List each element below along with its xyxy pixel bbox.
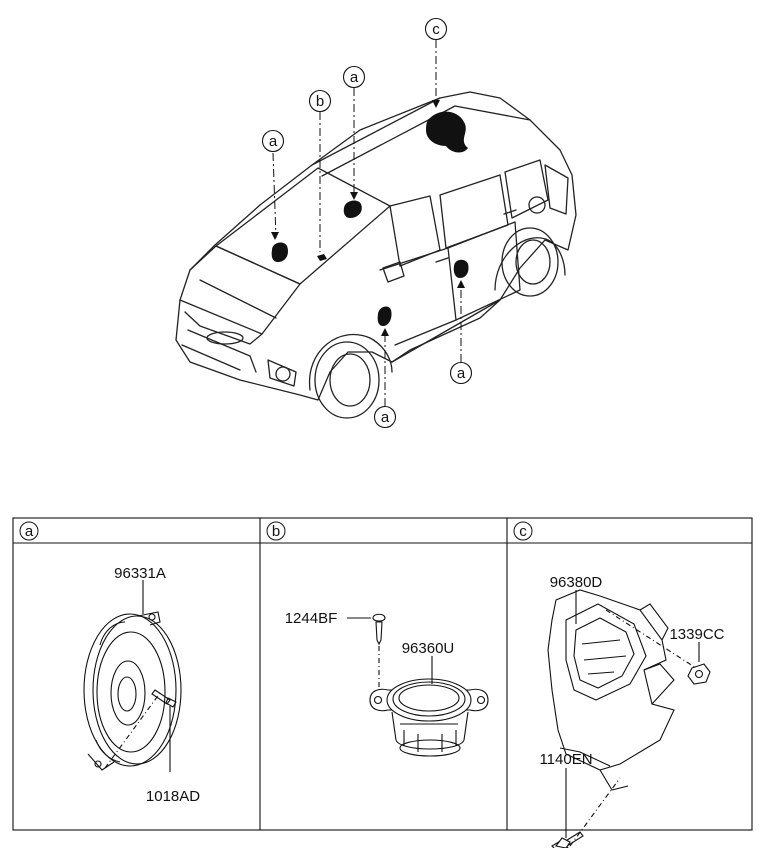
svg-text:a: a	[269, 133, 278, 150]
callout-b-top: b	[308, 89, 332, 113]
svg-text:a: a	[25, 523, 34, 540]
callout-arrows	[271, 100, 465, 336]
speaker-spot-dash-right	[343, 200, 362, 218]
callout-leaders	[272, 40, 462, 406]
speaker-spot-dash-left	[271, 242, 288, 262]
callout-a-top-left: a	[261, 129, 285, 153]
callout-a-bottom: a	[373, 405, 397, 429]
part-label-1244BF: 1244BF	[285, 610, 338, 627]
vehicle-illustration	[175, 91, 577, 419]
panel-header-b: b	[266, 521, 286, 541]
subwoofer-spot-roof	[426, 111, 468, 153]
part-label-1018AD: 1018AD	[146, 788, 200, 805]
part-label-1140EN: 1140EN	[539, 751, 592, 768]
callout-a-top-center: a	[342, 65, 366, 89]
part-label-96380D: 96380D	[550, 574, 603, 591]
part-label-96331A: 96331A	[114, 565, 166, 582]
panel-c-bracket	[547, 589, 711, 848]
panel-header-a: a	[19, 521, 39, 541]
panel-a-door-speaker	[83, 580, 182, 772]
vehicle-speaker-locations	[271, 111, 469, 326]
part-label-96360U: 96360U	[402, 640, 455, 657]
svg-text:a: a	[350, 69, 359, 86]
callout-a-right: a	[449, 361, 473, 385]
svg-text:b: b	[316, 93, 324, 110]
speaker-spot-rear-door	[453, 259, 469, 278]
part-label-1339CC: 1339CC	[669, 626, 724, 643]
svg-text:c: c	[519, 523, 527, 540]
speaker-spot-center	[317, 254, 327, 261]
panel-header-c: c	[513, 521, 533, 541]
svg-text:b: b	[272, 523, 280, 540]
panel-b-speaker	[347, 613, 489, 757]
callout-c-top: c	[424, 17, 448, 41]
svg-text:a: a	[457, 365, 466, 382]
svg-text:a: a	[381, 409, 390, 426]
speaker-spot-front-door	[377, 306, 392, 326]
bolt-1140EN	[555, 837, 571, 848]
svg-text:c: c	[432, 21, 440, 38]
parts-table	[12, 517, 753, 831]
